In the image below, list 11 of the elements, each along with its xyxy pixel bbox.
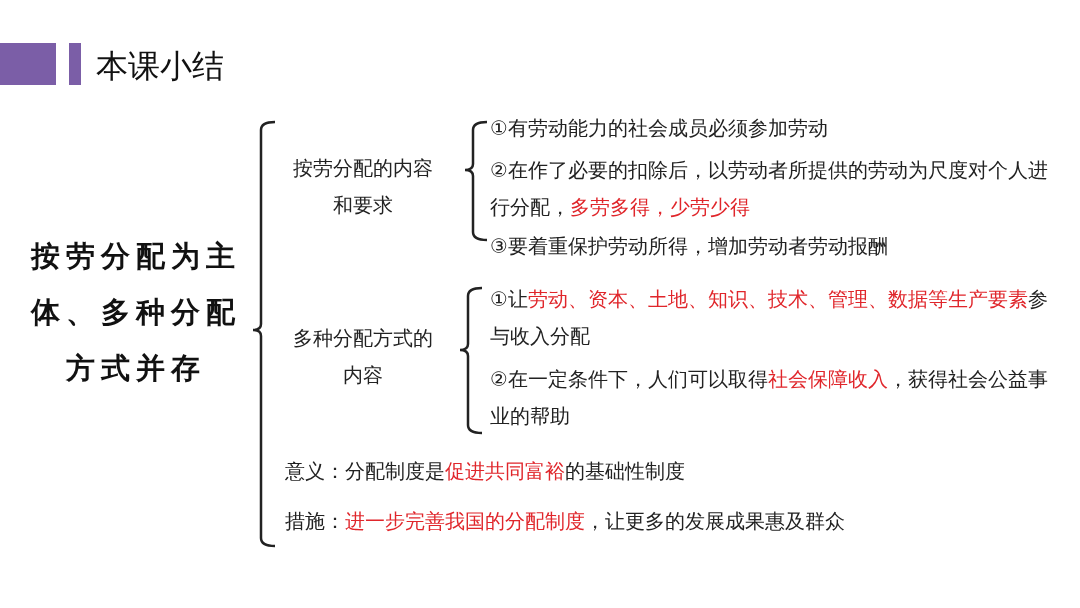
branch-text: 按劳分配的内容和要求 [288, 150, 438, 224]
topic-text: 按劳分配为主体、多种分配方式并存 [18, 228, 254, 396]
point-text: ①有劳动能力的社会成员必须参加劳动 [490, 110, 1050, 147]
point-text: ③要着重保护劳动所得，增加劳动者劳动报酬 [490, 228, 1050, 265]
title: 本课小结 [96, 46, 224, 87]
point-text: ②在作了必要的扣除后，以劳动者所提供的劳动为尺度对个人进行分配，多劳多得，少劳少得 [490, 152, 1050, 226]
point-text: ②在一定条件下，人们可以取得社会保障收入，获得社会公益事业的帮助 [490, 361, 1050, 435]
point-text: 措施：进一步完善我国的分配制度，让更多的发展成果惠及群众 [285, 503, 1045, 540]
point-text: 意义：分配制度是促进共同富裕的基础性制度 [285, 453, 1045, 490]
branch-text: 多种分配方式的内容 [288, 320, 438, 394]
point-text: ①让劳动、资本、土地、知识、技术、管理、数据等生产要素参与收入分配 [490, 281, 1050, 355]
